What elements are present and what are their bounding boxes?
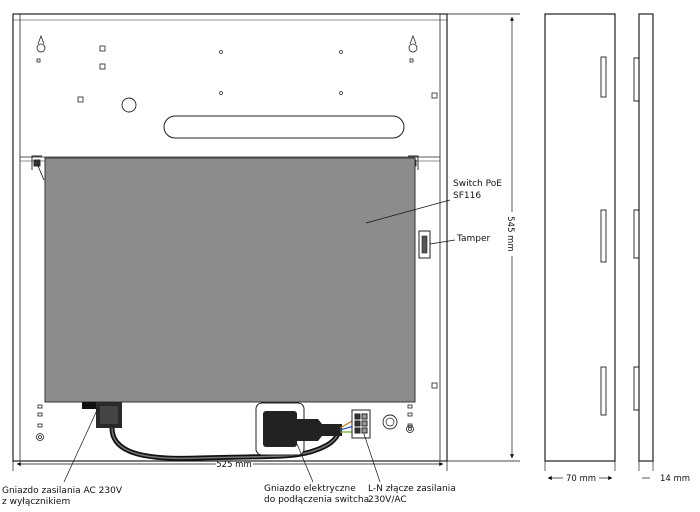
bottom-right-holes [406, 404, 414, 433]
door-side-view [633, 13, 654, 479]
bracket-left [31, 155, 45, 181]
height-dimension [447, 13, 520, 462]
electric-socket [255, 402, 342, 456]
ln-connector-label-line1: L-N złącze zasilania [368, 484, 456, 494]
cable-entry-hole [121, 97, 137, 113]
bottom-left-holes [36, 404, 44, 441]
door-depth-label: 14 mm [660, 474, 690, 484]
ln-connector-label-line2: 230V/AC [368, 495, 407, 505]
ventilation-slot [163, 115, 405, 139]
power-socket-label-line1: Gniazdo zasilania AC 230V [2, 486, 123, 496]
ac-power-socket [82, 402, 122, 428]
side-view [544, 13, 616, 481]
keyhole-icon [36, 34, 46, 63]
switch-label-line2: SF116 [453, 191, 481, 201]
width-dimension [12, 461, 448, 471]
height-label: 545 mm [505, 216, 515, 252]
power-socket-label-line2: z wyłącznikiem [2, 497, 70, 507]
ln-connector [351, 409, 371, 439]
switch-label-line1: Switch PoE [453, 179, 502, 189]
front-view [12, 13, 448, 462]
enclosure-outline [12, 13, 448, 462]
keyhole-icon [408, 34, 418, 63]
electric-socket-label-line1: Gniazdo elektryczne [264, 484, 356, 494]
width-label: 525 mm [216, 460, 252, 470]
grommet [382, 414, 398, 430]
tamper-switch [418, 230, 431, 259]
poe-switch-box [44, 157, 416, 403]
electric-socket-label-line2: do podłączenia switcha [264, 495, 369, 505]
tamper-label: Tamper [456, 234, 491, 244]
depth-label: 70 mm [566, 474, 596, 484]
